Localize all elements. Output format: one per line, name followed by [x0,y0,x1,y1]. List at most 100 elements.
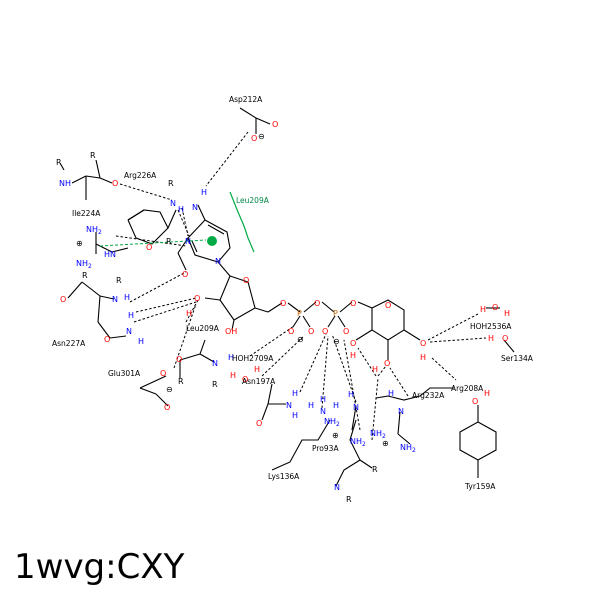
atom-r: R [90,151,96,160]
charge-plus: ⊕ [76,239,83,248]
charge-minus: ⊖ [166,385,173,394]
atom-h: H [124,293,130,302]
atom-o: O [314,299,320,308]
atom-r: R [82,271,88,280]
atom-o: O [420,339,426,348]
atom-h: H [201,188,207,197]
atom-n: N [212,359,218,368]
atom-o: O [272,120,278,129]
residue-label-arg208: Arg208A [451,384,484,393]
atom-h: H [178,205,184,214]
atom-h: H [128,311,134,320]
atom-oh: OH [225,327,237,336]
atom-nh2: NH2 [350,437,366,448]
atom-o: O [385,301,391,310]
atom-o: O [502,334,508,343]
atom-o: O [288,327,294,336]
atom-o: O [322,327,328,336]
atom-o: O [194,294,200,303]
atom-h: H [320,395,326,404]
atom-r: R [178,377,184,386]
atom-h: H [420,353,426,362]
atom-o: O [112,179,118,188]
residue-label-asp212: Asp212A [229,95,263,104]
atom-o: O [384,359,390,368]
atom-n: N [353,403,359,412]
atom-h: H [348,390,354,399]
atom-o: O [492,303,498,312]
atom-nh2: NH2 [86,225,102,236]
charge-minus: ⊖ [297,335,304,344]
atom-h: H [333,401,339,410]
residue-label-lys136: Lys136A [268,472,300,481]
atom-o: O [308,327,314,336]
atom-h: H [138,337,144,346]
residue-label-arg232: Arg232A [412,391,445,400]
residue-label-asn197: Asn197A [242,377,276,386]
atom-h: H [230,371,236,380]
atom-nh2: NH2 [76,259,92,270]
atom-h: H [484,389,490,398]
bond-skeleton [59,107,515,487]
residue-label-arg226: Arg226A [124,171,157,180]
atom-o: O [160,369,166,378]
atom-o: O [164,403,170,412]
atom-p: P [333,309,338,318]
charge-plus: ⊕ [332,431,339,440]
atom-r: R [166,237,172,246]
charge-minus: ⊖ [258,132,265,141]
hydrophobic-contact-marker [207,236,217,246]
atom-labels: O O ⊖ H N H N N O R R NH O R N O R NH2 N… [56,120,510,504]
hydrophobic-contact [99,191,255,253]
atom-n: N [112,295,118,304]
atom-o: O [280,299,286,308]
atom-nh2: NH2 [324,417,340,428]
atom-h: H [186,309,192,318]
atom-r: R [168,179,174,188]
atom-n: N [192,203,198,212]
atom-o: O [251,134,257,143]
atom-o: O [350,339,356,348]
residue-label-ile224: Ile224A [72,209,101,218]
charge-plus: ⊕ [382,439,389,448]
atom-h: H [228,353,234,362]
atom-o: O [343,327,349,336]
atom-h: H [350,351,356,360]
atom-p: P [297,309,302,318]
atom-o: O [104,335,110,344]
atom-h: H [292,389,298,398]
atom-r: R [372,465,378,474]
atom-o: O [242,375,248,384]
atom-n: N [170,199,176,208]
atom-o: O [350,299,356,308]
atom-o: O [146,243,152,252]
atom-h: H [504,309,510,318]
residue-label-glu301: Glu301A [108,369,141,378]
atom-h: H [254,365,260,374]
residue-label-tyr159: Tyr159A [464,482,496,491]
atom-o: O [472,397,478,406]
residue-label-hoh2536: HOH2536A [470,322,512,331]
residue-label-leu209-hydrophobic: Leu209A [236,196,270,205]
atom-h: H [488,334,494,343]
residue-label-pro93: Pro93A [312,444,339,453]
atom-h: H [372,365,378,374]
atom-h: H [388,389,394,398]
atom-h: H [480,305,486,314]
atom-h: H [308,401,314,410]
structure-caption: 1wvg:CXY [14,547,185,587]
atom-r: R [116,276,122,285]
atom-n: N [320,407,326,416]
hydrogen-bonds [115,131,487,441]
atom-o: O [256,419,262,428]
residue-label-hoh2709: HOH2709A [232,354,274,363]
atom-r: R [56,158,62,167]
atom-n: N [334,483,340,492]
atom-n: N [398,407,404,416]
atom-n: N [185,237,191,246]
atom-nh2: NH2 [400,443,416,454]
atom-nh2: NH2 [370,429,386,440]
atom-o: O [243,276,249,285]
